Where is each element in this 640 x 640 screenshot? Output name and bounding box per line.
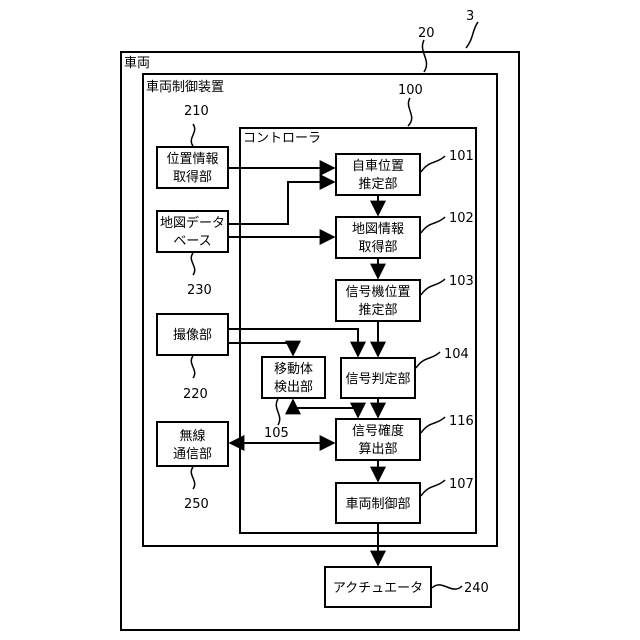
signal-position-label-2: 推定部 [358, 303, 397, 318]
ref-102-leader [421, 217, 445, 233]
ref-250-leader [191, 467, 194, 489]
signal-position-label-1: 信号機位置 [345, 285, 410, 300]
ref-105: 105 [264, 426, 289, 441]
ref-105-leader [276, 399, 279, 425]
self-position-label-1: 自車位置 [352, 159, 404, 174]
ref-101: 101 [449, 149, 474, 164]
map-database-label-1: 地図データ [160, 215, 225, 231]
ref-controller-leader [408, 98, 412, 126]
ref-vcu-leader [422, 40, 426, 72]
position-info-label-1: 位置情報 [166, 152, 218, 167]
camera-label: 撮像部 [173, 327, 212, 343]
ref-107: 107 [449, 477, 474, 492]
ref-104-leader [416, 352, 440, 368]
ref-104: 104 [444, 347, 469, 362]
map-info-label-1: 地図情報 [352, 222, 404, 237]
ref-116: 116 [449, 414, 474, 429]
ref-103-leader [421, 279, 445, 295]
ref-103: 103 [449, 274, 474, 289]
ref-230-leader [191, 253, 194, 275]
wireless-label-1: 無線 [179, 428, 205, 444]
ref-102: 102 [449, 211, 474, 226]
ref-240: 240 [464, 581, 489, 596]
signal-certainty-label-2: 算出部 [358, 442, 397, 457]
signal-certainty-label-1: 信号確度 [352, 423, 404, 439]
ref-220: 220 [183, 387, 208, 402]
ref-101-leader [421, 156, 445, 172]
arrow-mapdb-to-selfpos [228, 182, 334, 224]
position-info-label-2: 取得部 [173, 169, 212, 185]
self-position-label-2: 推定部 [358, 177, 397, 192]
ref-device-leader [466, 22, 478, 48]
ref-230: 230 [187, 283, 212, 298]
signal-judge-label: 信号判定部 [345, 372, 410, 387]
ref-controller: 100 [398, 83, 423, 98]
controller-frame-label: コントローラ [243, 131, 321, 146]
ref-210-leader [191, 124, 194, 146]
moving-object-label-1: 移動体 [274, 362, 313, 377]
arrow-moving-certainty [293, 400, 358, 417]
ref-116-leader [421, 417, 445, 433]
actuator-label: アクチュエータ [333, 581, 423, 596]
vehicle-control-label: 車両制御部 [345, 497, 410, 512]
ref-device: 3 [466, 9, 474, 24]
arrow-camera-to-moving [228, 343, 293, 355]
ref-250: 250 [184, 497, 209, 512]
ref-vcu: 20 [418, 26, 435, 41]
vcu-frame-label: 車両制御装置 [146, 80, 224, 95]
ref-240-leader [432, 585, 462, 589]
ref-220-leader [191, 356, 194, 378]
vehicle-frame-label: 車両 [124, 56, 150, 71]
wireless-label-2: 通信部 [173, 447, 212, 462]
moving-object-label-2: 検出部 [274, 380, 313, 395]
map-database-label-2: ベース [173, 234, 211, 249]
ref-210: 210 [184, 104, 209, 119]
map-info-label-2: 取得部 [358, 239, 397, 255]
ref-107-leader [421, 480, 445, 496]
